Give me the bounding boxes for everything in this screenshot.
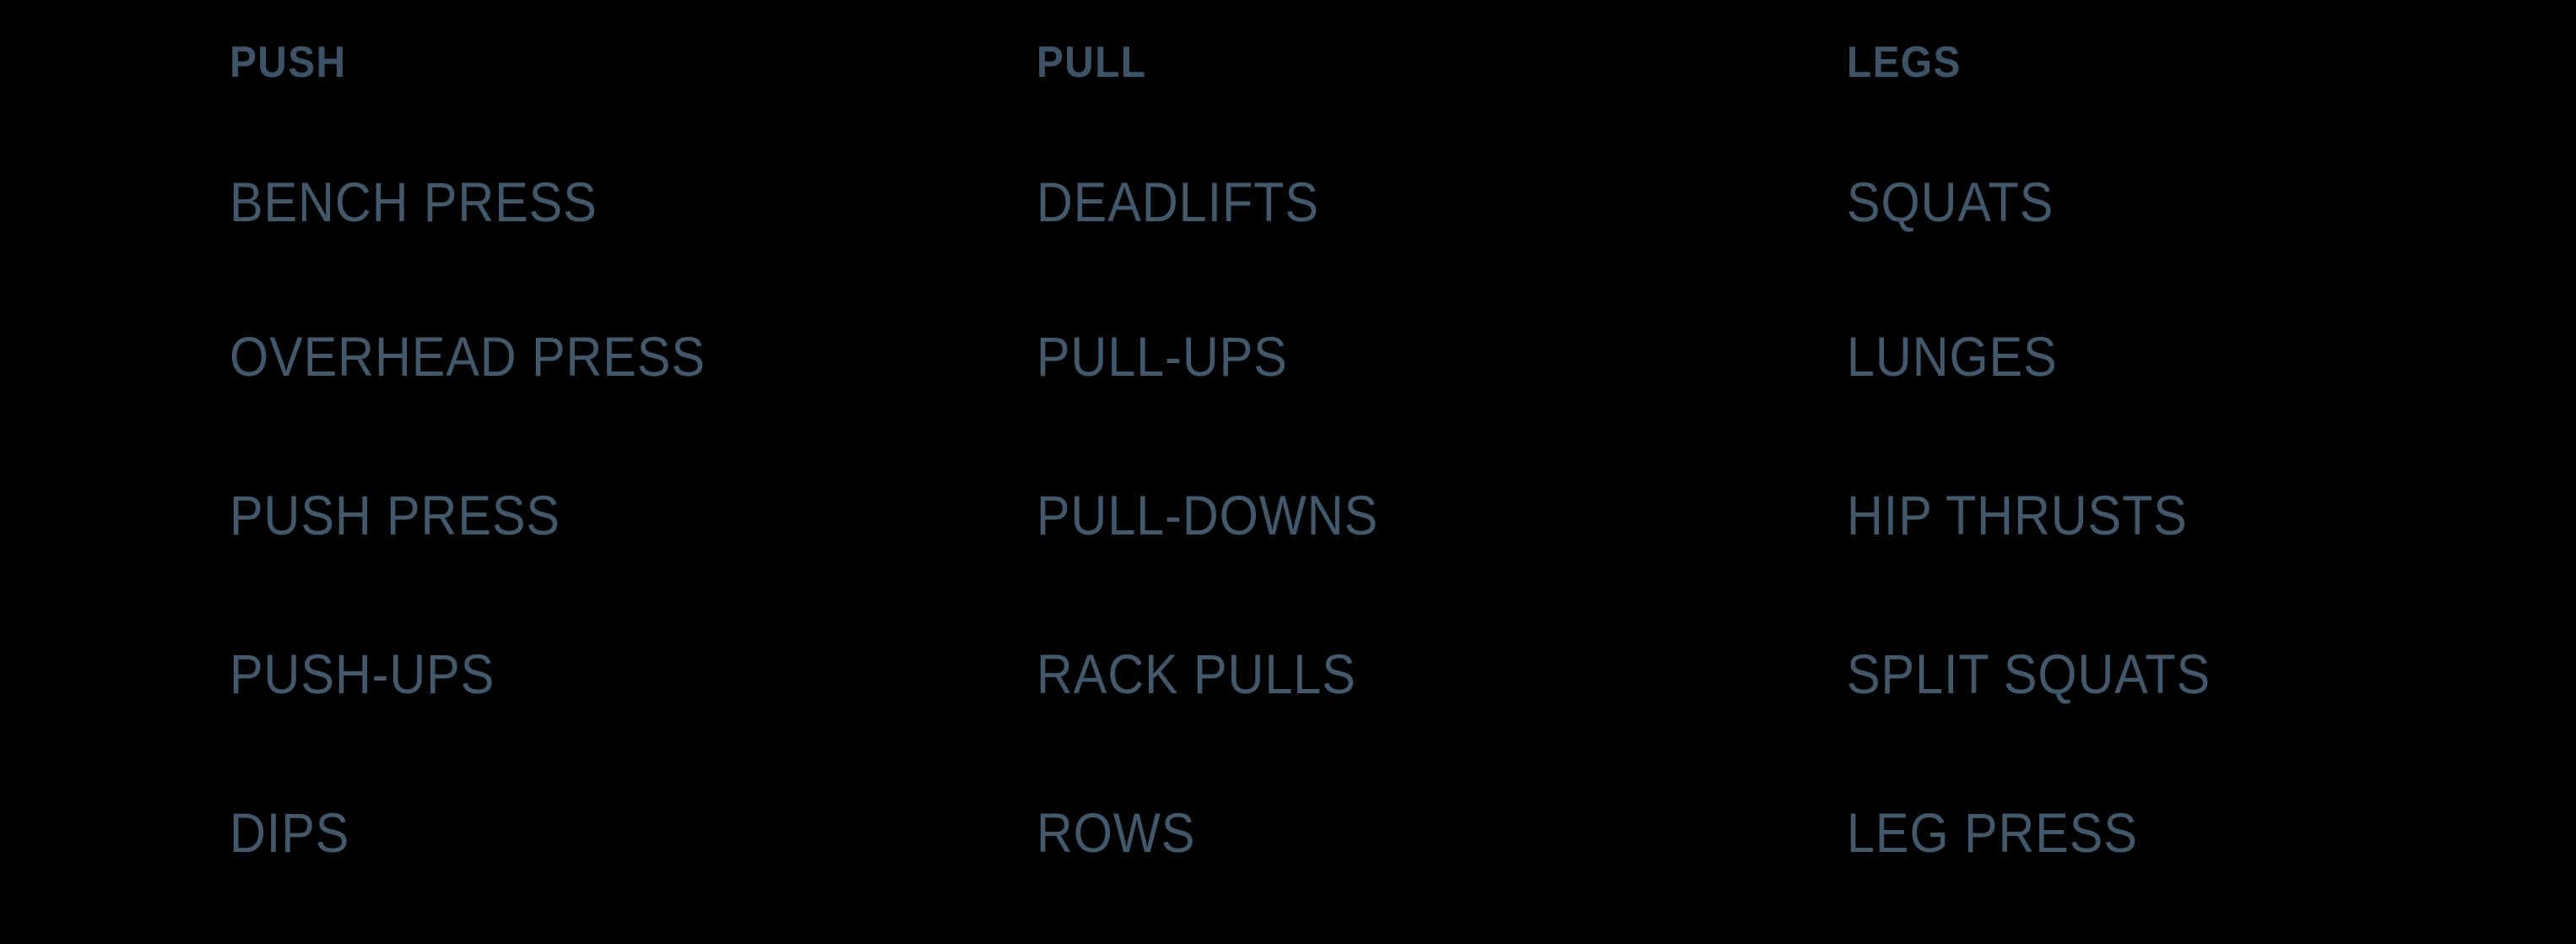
exercise-list-pull: DEADLIFTS PULL-UPS PULL-DOWNS RACK PULLS… [1036, 127, 1416, 912]
list-item[interactable]: LEG PRESS [1847, 801, 2138, 864]
column-header-push: PUSH [230, 38, 347, 87]
list-item[interactable]: SPLIT SQUATS [1847, 643, 2211, 705]
list-item[interactable]: HIP THRUSTS [1847, 484, 2188, 546]
list-item[interactable]: OVERHEAD PRESS [230, 325, 706, 388]
list-item[interactable]: RACK PULLS [1036, 643, 1356, 705]
list-item[interactable]: PUSH-UPS [230, 643, 495, 705]
exercise-column-pull: PULL DEADLIFTS PULL-UPS PULL-DOWNS RACK … [825, 0, 1653, 944]
list-item[interactable]: PULL-UPS [1036, 325, 1288, 388]
exercise-column-push: PUSH BENCH PRESS OVERHEAD PRESS PUSH PRE… [0, 0, 825, 944]
exercise-list-push: BENCH PRESS OVERHEAD PRESS PUSH PRESS PU… [230, 127, 759, 912]
list-item[interactable]: SQUATS [1847, 171, 2054, 233]
column-header-legs: LEGS [1847, 38, 1962, 87]
exercise-list-legs: SQUATS LUNGES HIP THRUSTS SPLIT SQUATS L… [1847, 127, 2251, 912]
list-item[interactable]: LUNGES [1847, 325, 2058, 388]
list-item[interactable]: PUSH PRESS [230, 484, 560, 546]
list-item[interactable]: ROWS [1036, 801, 1196, 864]
column-header-pull: PULL [1036, 38, 1147, 87]
list-item[interactable]: PULL-DOWNS [1036, 484, 1379, 546]
list-item[interactable]: DEADLIFTS [1036, 171, 1319, 233]
list-item[interactable]: DIPS [230, 801, 350, 864]
list-item[interactable]: BENCH PRESS [230, 171, 598, 233]
exercise-column-legs: LEGS SQUATS LUNGES HIP THRUSTS SPLIT SQU… [1653, 0, 2576, 944]
